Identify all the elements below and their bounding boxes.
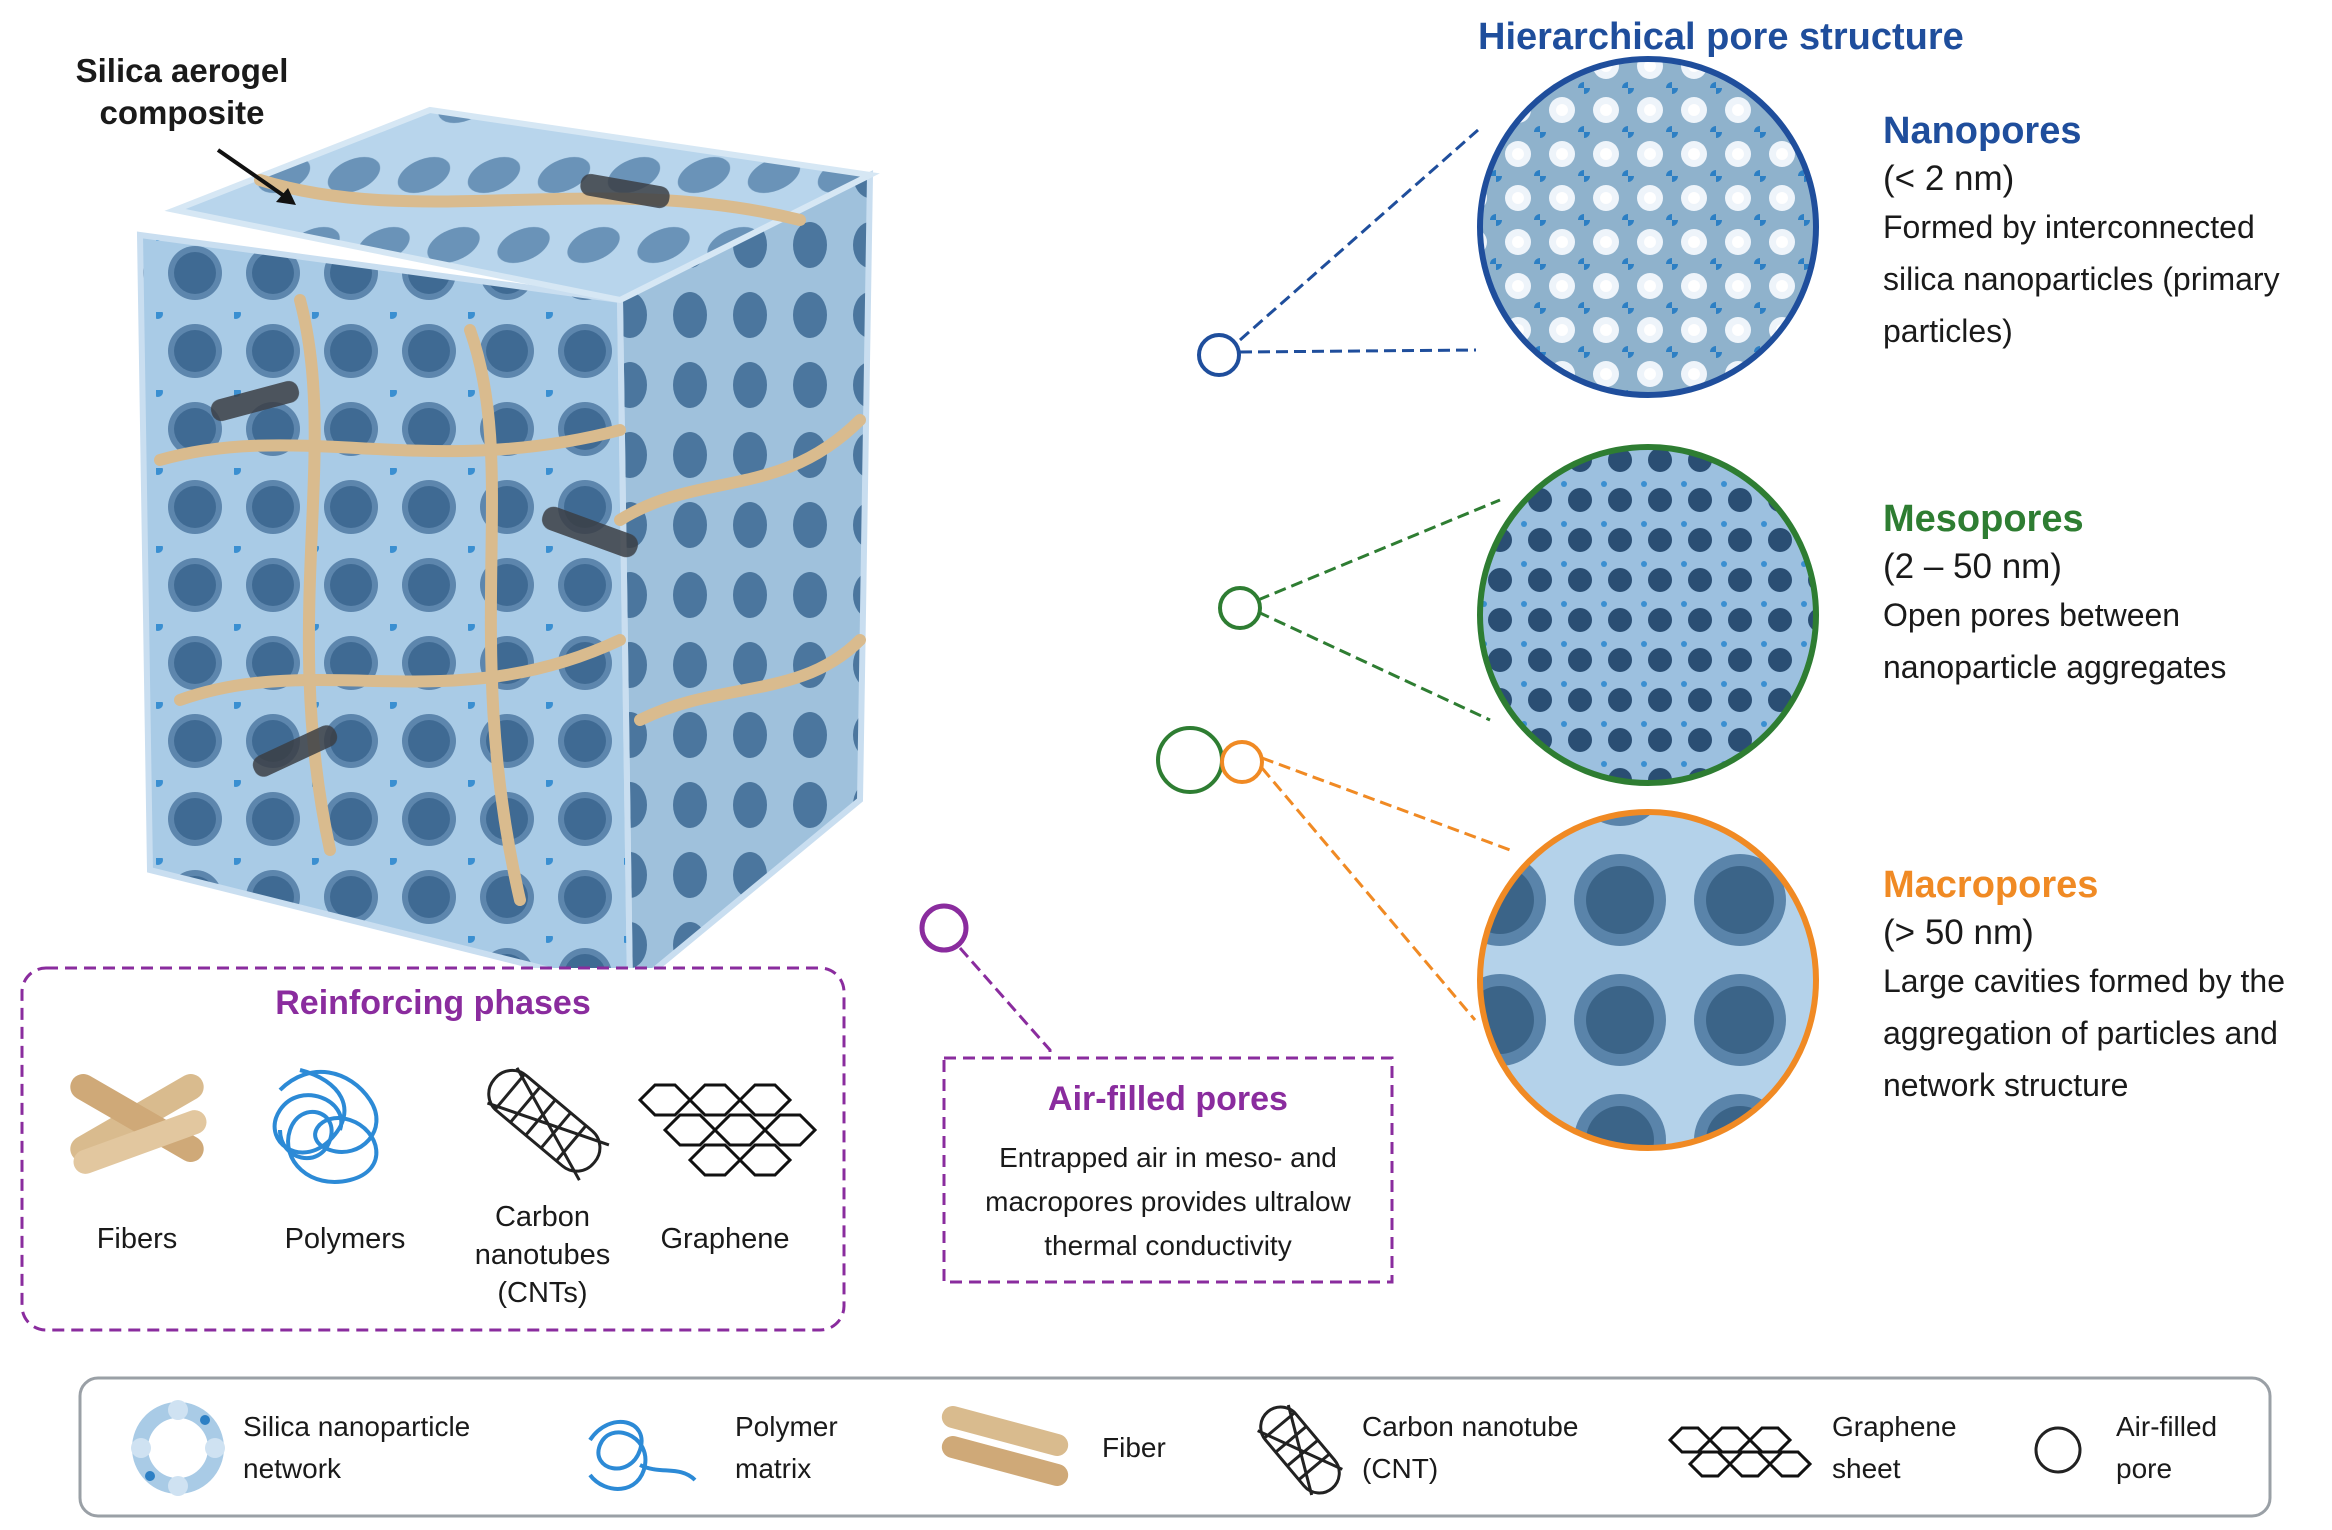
reinforcing-title: Reinforcing phases — [275, 984, 591, 1022]
cube-cnts — [210, 173, 670, 777]
macropores-zoom-circle — [1477, 809, 1819, 1151]
legend-label-cnt: Carbon nanotube (CNT) — [1362, 1411, 1579, 1484]
mesopores-title: Mesopores — [1883, 498, 2084, 540]
macropores-block: Macropores (> 50 nm) Large cavities form… — [1883, 864, 2293, 1111]
cnt-icon — [486, 1067, 610, 1181]
legend-label-fiber: Fiber — [1102, 1432, 1166, 1463]
hierarchical-pore-title: Hierarchical pore structure — [1478, 16, 1964, 58]
macropores-size: (> 50 nm) — [1883, 913, 2034, 952]
reinforcing-label-cnts: Carbon nanotubes (CNTs) — [474, 1201, 611, 1309]
cube-side-face — [620, 175, 870, 990]
fiber-icon — [941, 1406, 1069, 1486]
cube-fibers — [154, 174, 866, 906]
air-pores-description: Entrapped air in meso- and macropores pr… — [985, 1142, 1351, 1261]
legend-label-polymer: Polymer matrix — [735, 1411, 838, 1484]
nanopores-size: (< 2 nm) — [1883, 159, 2015, 198]
legend-label-silica: Silica nanoparticle network — [243, 1411, 471, 1484]
polymers-icon — [272, 1068, 379, 1184]
macropores-description: Large cavities formed by the aggregation… — [1883, 963, 2285, 1103]
mesopores-zoom-circle — [1477, 444, 1819, 786]
mesopores-description: Open pores between nanoparticle aggregat… — [1883, 597, 2227, 685]
nanopores-title: Nanopores — [1883, 110, 2082, 152]
cube-label: Silica aerogel composite — [75, 52, 289, 131]
cube-front-face — [140, 235, 630, 990]
carbon-nanotube-icon — [1257, 1404, 1343, 1496]
nanopores-zoom-circle — [1477, 56, 1819, 398]
nanopores-block: Nanopores (< 2 nm) Formed by interconnec… — [1883, 110, 2323, 357]
air-pores-title: Air-filled pores — [1048, 1080, 1288, 1118]
silica-network-icon — [131, 1400, 225, 1496]
reinforcing-label-polymers: Polymers — [284, 1223, 406, 1255]
reinforcing-label-fibers: Fibers — [96, 1223, 178, 1255]
nanopores-description: Formed by interconnected silica nanopart… — [1883, 209, 2280, 349]
air-pore-icon — [2034, 1426, 2082, 1474]
graphene-sheet-icon — [1667, 1426, 1813, 1478]
macropores-title: Macropores — [1883, 864, 2099, 906]
graphene-icon — [637, 1083, 818, 1177]
legend-label-graphene: Graphene sheet — [1832, 1411, 1957, 1484]
mesopores-size: (2 – 50 nm) — [1883, 547, 2062, 586]
polymer-matrix-icon — [588, 1420, 697, 1491]
reinforcing-label-graphene: Graphene — [660, 1223, 790, 1255]
mesopores-block: Mesopores (2 – 50 nm) Open pores between… — [1883, 498, 2263, 693]
legend-label-air-pore: Air-filled pore — [2116, 1411, 2218, 1484]
fibers-icon — [70, 1074, 207, 1174]
